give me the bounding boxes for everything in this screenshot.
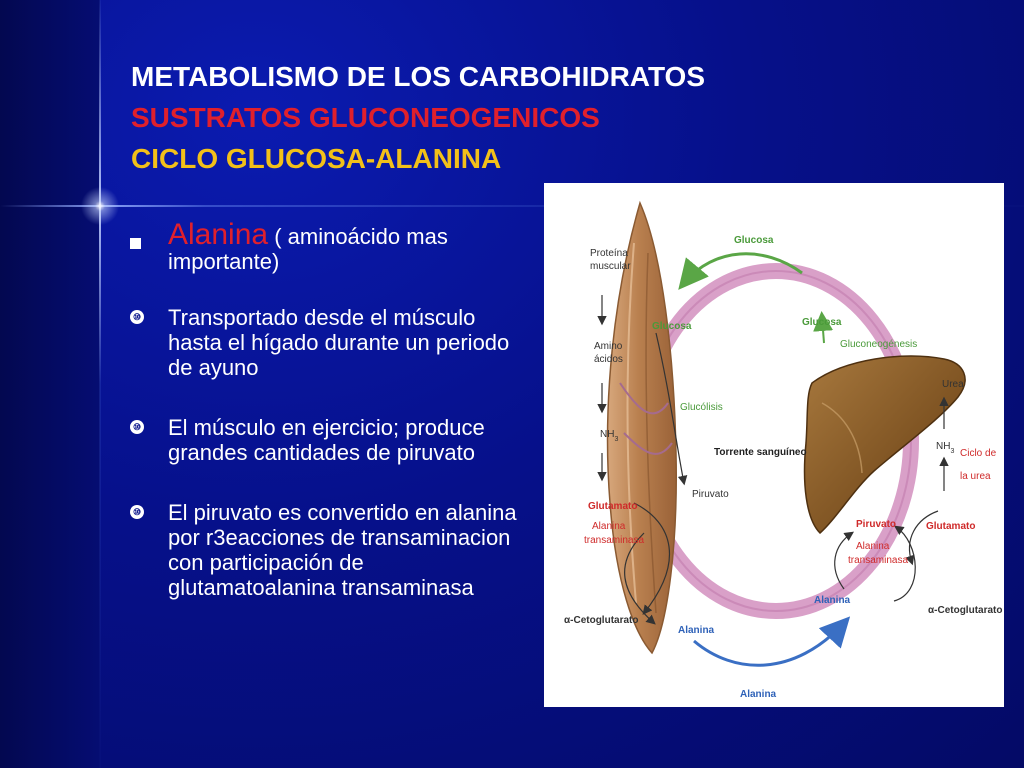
label-gluconeogenesis: Gluconeogénesis: [840, 339, 917, 350]
bullet-item-conversion: ⑩ El piruvato es convertido en alanina p…: [130, 500, 535, 600]
label-piruvato-right: Piruvato: [856, 519, 896, 530]
label-glutamato-right: Glutamato: [926, 521, 975, 532]
label-glutamato-left: Glutamato: [588, 501, 637, 512]
label-piruvato-left: Piruvato: [692, 489, 729, 500]
slide-title-block: METABOLISMO DE LOS CARBOHIDRATOS SUSTRAT…: [131, 56, 705, 179]
square-bullet-icon: [130, 238, 141, 249]
label-torrente: Torrente sanguíneo: [714, 447, 807, 458]
label-proteina: Proteína: [590, 248, 628, 259]
bullet-list: Alanina ( aminoácido mas importante) ⑩ T…: [130, 220, 535, 600]
bullet-item-exercise: ⑩ El músculo en ejercicio; produce grand…: [130, 415, 535, 465]
bullet-item-alanina: Alanina ( aminoácido mas importante): [130, 220, 535, 274]
liver-illustration: [803, 355, 966, 535]
label-nh3-right: NH3: [936, 441, 954, 455]
bullet-text: Transportado desde el músculo hasta el h…: [168, 305, 510, 380]
numbered-bullet-icon: ⑩: [130, 505, 144, 519]
label-transaminasa-left-1: Alanina: [592, 521, 626, 532]
label-ciclo-1: Ciclo de: [960, 448, 997, 459]
numbered-bullet-icon: ⑩: [130, 420, 144, 434]
decor-horizontal-line: [0, 205, 1024, 207]
label-cetoglutarato-right: α-Cetoglutarato: [928, 605, 1002, 616]
title-line-1: METABOLISMO DE LOS CARBOHIDRATOS: [131, 61, 705, 92]
label-transaminasa-left-2: transaminasa: [584, 535, 644, 546]
glucose-alanine-cycle-diagram: Proteína muscular Amino ácidos NH3 Gluco…: [544, 183, 1004, 707]
numbered-bullet-icon: ⑩: [130, 310, 144, 324]
decor-vertical-line: [99, 0, 101, 768]
label-glucosa-liver: Glucosa: [802, 317, 842, 328]
label-transaminasa-right-2: transaminasa: [848, 555, 908, 566]
alanina-note: ( aminoácido mas importante): [168, 224, 448, 274]
label-alanina-bottom: Alanina: [740, 689, 777, 700]
label-muscular: muscular: [590, 261, 631, 272]
label-urea: Urea: [942, 379, 964, 390]
label-glucosa-top: Glucosa: [734, 235, 774, 246]
label-cetoglutarato-left: α-Cetoglutarato: [564, 615, 638, 626]
label-alanina-muscle: Alanina: [678, 625, 715, 636]
label-ciclo-2: la urea: [960, 471, 991, 482]
title-line-2: SUSTRATOS GLUCONEOGENICOS: [131, 102, 600, 133]
muscle-illustration: [606, 200, 677, 655]
label-acidos: ácidos: [594, 354, 623, 365]
label-transaminasa-right-1: Alanina: [856, 541, 890, 552]
label-glucosa-muscle: Glucosa: [652, 321, 692, 332]
label-nh3-left: NH3: [600, 429, 618, 443]
bullet-item-transport: ⑩ Transportado desde el músculo hasta el…: [130, 305, 535, 380]
alanina-keyword: Alanina: [168, 218, 269, 251]
label-amino: Amino: [594, 341, 623, 352]
left-dark-band: [0, 0, 100, 768]
bullet-text: El músculo en ejercicio; produce grandes…: [168, 415, 485, 465]
label-glucolisis: Glucólisis: [680, 402, 723, 413]
bullet-text: El piruvato es convertido en alanina por…: [168, 500, 517, 600]
title-line-3: CICLO GLUCOSA-ALANINA: [131, 143, 502, 174]
label-alanina-liver: Alanina: [814, 595, 851, 606]
